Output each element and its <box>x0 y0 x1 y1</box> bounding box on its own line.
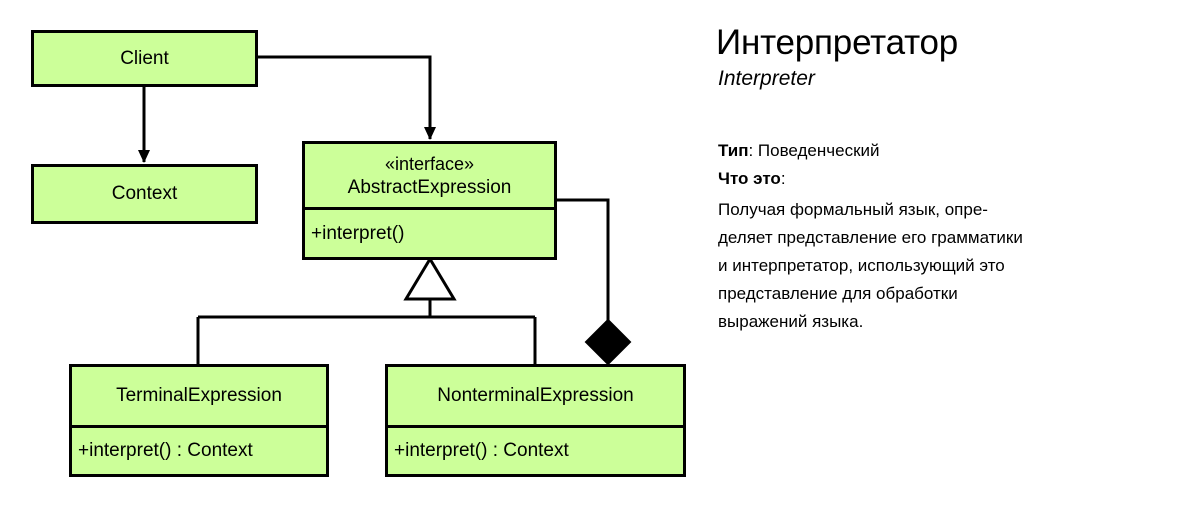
connector-composition-nonterminal <box>557 198 632 366</box>
terminal-expression-operation-interpret: +interpret() : Context <box>78 440 253 461</box>
nonterminal-expression-class-name: NonterminalExpression <box>437 385 634 406</box>
nonterminal-expression-operations-compartment: +interpret() : Context <box>388 425 683 474</box>
abstract-expression-name-compartment: «interface» AbstractExpression <box>305 144 554 207</box>
uml-class-nonterminal-expression[interactable]: NonterminalExpression +interpret() : Con… <box>385 364 686 477</box>
description-line: представление для обработки <box>718 284 958 303</box>
pattern-type-value: : Поведенческий <box>748 141 880 160</box>
pattern-what-row: Что это: <box>718 168 786 189</box>
terminal-expression-name-compartment: TerminalExpression <box>72 367 326 425</box>
connector-client-to-abstract-expression <box>258 55 436 140</box>
pattern-subtitle: Interpreter <box>718 67 815 90</box>
uml-class-context[interactable]: Context <box>31 164 258 224</box>
hollow-triangle-icon <box>403 256 457 301</box>
abstract-expression-operations-compartment: +interpret() <box>305 207 554 257</box>
pattern-what-value: : <box>780 169 786 188</box>
pattern-title: Интерпретатор <box>716 23 959 62</box>
interface-stereotype-label: «interface» <box>384 153 475 174</box>
description-line: Получая формальный язык, опре- <box>718 200 988 219</box>
uml-class-terminal-expression[interactable]: TerminalExpression +interpret() : Contex… <box>69 364 329 477</box>
pattern-info-panel: Интерпретатор Interpreter Тип: Поведенче… <box>716 0 1196 509</box>
terminal-expression-operations-compartment: +interpret() : Context <box>72 425 326 474</box>
context-class-name: Context <box>111 183 178 204</box>
abstract-expression-operation-interpret: +interpret() <box>311 222 405 244</box>
nonterminal-expression-name-compartment: NonterminalExpression <box>388 367 683 425</box>
pattern-type-key: Тип <box>718 141 749 160</box>
pattern-description: Получая формальный язык, опре- деляет пр… <box>718 196 1188 336</box>
pattern-type-row: Тип: Поведенческий <box>718 140 880 161</box>
client-class-name: Client <box>120 47 169 69</box>
pattern-what-key: Что это <box>718 169 781 188</box>
abstract-expression-class-name: AbstractExpression <box>347 176 512 198</box>
uml-class-client[interactable]: Client <box>31 30 258 87</box>
description-line: и интерпретатор, использующий это <box>718 256 1005 275</box>
context-name-compartment: Context <box>34 167 255 221</box>
abstract-expression-heading: «interface» AbstractExpression <box>305 153 554 199</box>
filled-diamond-icon <box>584 318 632 366</box>
description-line: деляет представление его грамматики <box>718 228 1023 247</box>
description-line: выражений языка. <box>718 312 864 331</box>
client-name-compartment: Client <box>34 33 255 84</box>
uml-class-abstract-expression[interactable]: «interface» AbstractExpression +interpre… <box>302 141 557 260</box>
terminal-expression-class-name: TerminalExpression <box>116 385 282 406</box>
nonterminal-expression-operation-interpret: +interpret() : Context <box>394 440 569 461</box>
connector-generalization-tree <box>196 256 537 366</box>
uml-class-diagram: Client Context «interface» AbstractExpre… <box>31 30 686 477</box>
